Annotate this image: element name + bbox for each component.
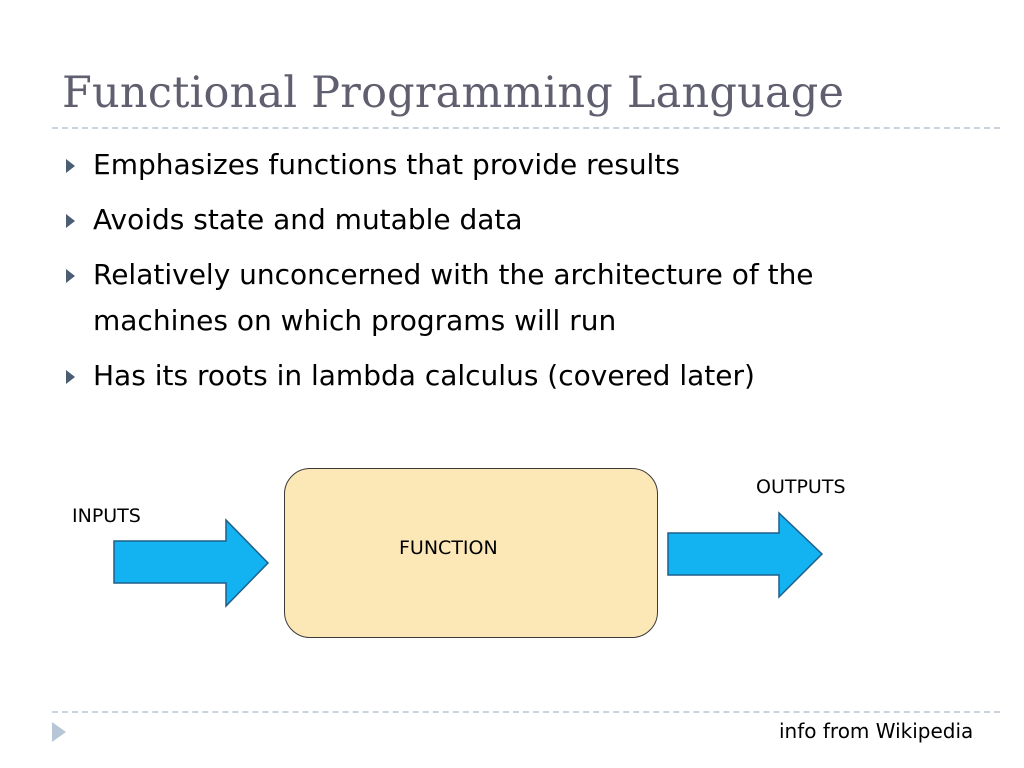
bullet-item: Relatively unconcerned with the architec… xyxy=(64,252,964,344)
triangle-right-icon xyxy=(52,722,66,742)
bullet-item: Emphasizes functions that provide result… xyxy=(64,142,964,188)
function-label: FUNCTION xyxy=(399,537,498,559)
bullet-text: Relatively unconcerned with the architec… xyxy=(93,258,814,337)
bullet-arrow-icon xyxy=(66,159,75,173)
inputs-label: INPUTS xyxy=(72,505,141,527)
bullet-list: Emphasizes functions that provide result… xyxy=(64,142,964,408)
slide-title: Functional Programming Language xyxy=(62,68,845,118)
bullet-item: Has its roots in lambda calculus (covere… xyxy=(64,353,964,399)
bullet-text: Emphasizes functions that provide result… xyxy=(93,148,680,181)
source-note: info from Wikipedia xyxy=(779,719,974,743)
input-arrow-icon xyxy=(113,518,270,608)
footer-divider xyxy=(52,711,1000,713)
title-divider xyxy=(52,127,1000,129)
bullet-text: Avoids state and mutable data xyxy=(93,203,523,236)
bullet-text: Has its roots in lambda calculus (covere… xyxy=(93,359,755,392)
outputs-label: OUTPUTS xyxy=(756,476,846,498)
function-box xyxy=(284,468,658,638)
bullet-arrow-icon xyxy=(66,214,75,228)
bullet-item: Avoids state and mutable data xyxy=(64,197,964,243)
output-arrow-icon xyxy=(667,511,824,599)
bullet-arrow-icon xyxy=(66,269,75,283)
bullet-arrow-icon xyxy=(66,370,75,384)
